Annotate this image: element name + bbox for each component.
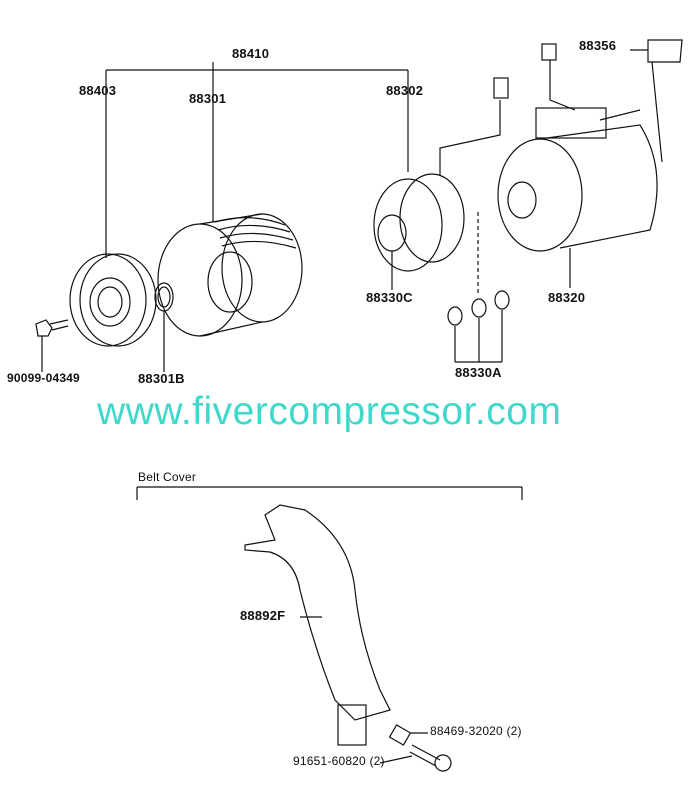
clutch-hub-drawing — [69, 253, 157, 347]
collar-bolt-drawing — [379, 724, 452, 772]
part-label-bolt: 90099-04349 — [7, 371, 80, 385]
watermark: www.fivercompressor.com — [97, 390, 562, 433]
part-label-collar: 88469-32020 (2) — [430, 724, 522, 738]
part-label-shims: 88330A — [455, 365, 502, 380]
stator-drawing — [373, 77, 509, 290]
part-label-label-plate: 88356 — [579, 38, 617, 53]
compressor-drawing — [497, 43, 663, 288]
section-title-belt-cover: Belt Cover — [138, 470, 197, 484]
bolt-drawing — [35, 319, 69, 372]
part-label-stator-snap-ring: 88330C — [366, 290, 413, 305]
shims-drawing — [447, 212, 510, 363]
part-label-pulley-snap-ring: 88301B — [138, 371, 185, 386]
part-label-clutch-hub: 88403 — [79, 83, 117, 98]
belt-cover-bracket — [136, 486, 523, 500]
pulley-snap-ring-drawing — [154, 282, 174, 372]
pulley-drawing — [157, 213, 303, 337]
part-label-belt-cover: 88892F — [240, 608, 286, 623]
belt-cover-drawing — [244, 504, 391, 746]
part-label-pulley: 88301 — [189, 91, 227, 106]
part-label-stator: 88302 — [386, 83, 424, 98]
part-label-compressor: 88320 — [548, 290, 586, 305]
part-label-cover-bolt: 91651-60820 (2) — [293, 754, 385, 768]
label-plate-drawing — [630, 39, 683, 63]
assembly-bracket — [105, 62, 409, 258]
part-label-assembly: 88410 — [232, 46, 270, 61]
